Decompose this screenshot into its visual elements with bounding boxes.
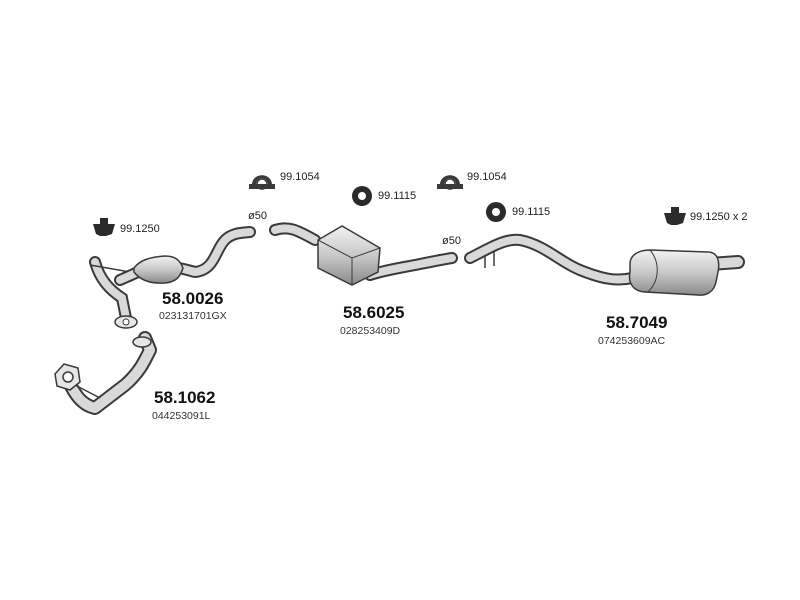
- clamp-2-number: 99.1054: [467, 171, 507, 183]
- hanger-rear-number: 99.1250 x 2: [690, 211, 748, 223]
- catalyst-part-number: 58.0026: [162, 289, 224, 308]
- middle-silencer-box-icon: [317, 225, 381, 286]
- rubber-ring-1-icon: [352, 186, 372, 206]
- diameter-label-2: ø50: [442, 235, 461, 247]
- front-pipe-part: [54, 331, 157, 415]
- front-pipe-flange-top-icon: [132, 336, 152, 348]
- rear-silencer-part: [464, 233, 745, 296]
- rear-silencer-box-icon: [628, 249, 720, 296]
- front-pipe-part-number: 58.1062: [154, 388, 216, 407]
- middle-silencer-part: [269, 222, 458, 286]
- middle-silencer-part-number: 58.6025: [343, 303, 405, 322]
- rear-silencer-part-number: 58.7049: [606, 313, 668, 332]
- rubber-ring-2-icon: [486, 202, 506, 222]
- clamp-1-number: 99.1054: [280, 171, 320, 183]
- pipe-clamp-1-icon: [249, 175, 275, 190]
- middle-silencer-oe-number: 028253409D: [340, 325, 401, 337]
- diameter-label-1: ø50: [248, 210, 267, 222]
- rear-silencer-oe-number: 074253609AC: [598, 335, 666, 347]
- hanger-front-number: 99.1250: [120, 223, 160, 235]
- ring-2-number: 99.1115: [512, 206, 551, 218]
- catalytic-converter-icon: [133, 255, 184, 284]
- catalyst-flange-icon: [114, 315, 138, 329]
- catalyst-part: [89, 226, 256, 329]
- rubber-hanger-front-icon: [93, 218, 115, 236]
- catalyst-oe-number: 023131701GX: [159, 310, 227, 322]
- front-flange-icon: [54, 363, 81, 391]
- pipe-clamp-2-icon: [437, 175, 463, 190]
- front-pipe-oe-number: 044253091L: [152, 410, 211, 422]
- rubber-hanger-rear-icon: [664, 207, 686, 225]
- ring-1-number: 99.1115: [378, 190, 417, 202]
